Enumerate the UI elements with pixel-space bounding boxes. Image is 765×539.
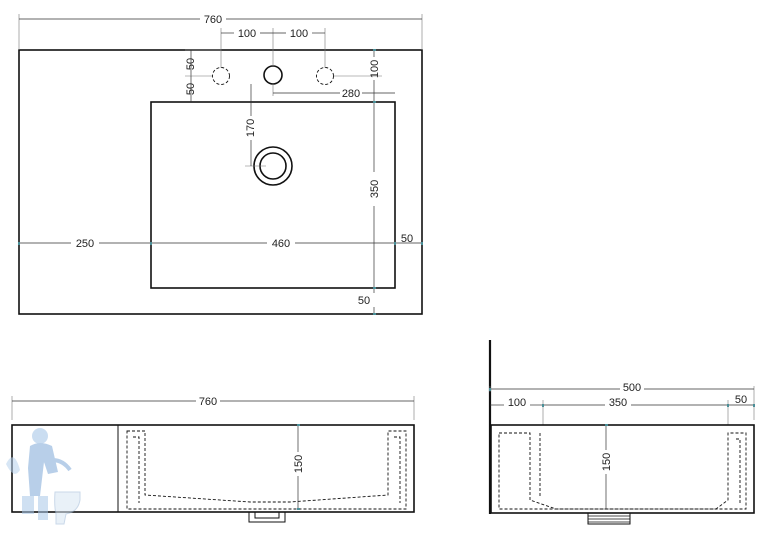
bottom-margin-label: 50 — [358, 295, 370, 307]
side-back-margin-label: 100 — [508, 397, 526, 409]
tap-hole-left — [212, 67, 230, 85]
hole-spacing-left-label: 100 — [238, 28, 256, 40]
right-margin-label: 50 — [401, 233, 413, 245]
front-bowl-height-label: 150 — [293, 455, 305, 473]
hole-offset-top-label: 50 — [185, 58, 197, 70]
tap-hole-right — [316, 67, 334, 85]
side-drain — [587, 512, 631, 525]
side-overall-depth-label: 500 — [623, 382, 641, 394]
top-view-outline — [18, 49, 423, 315]
front-overall-width-label: 760 — [199, 396, 217, 408]
bowl-width-label: 460 — [272, 238, 290, 250]
side-front-margin-label: 50 — [735, 394, 747, 406]
hole-spacing-right-label: 100 — [290, 28, 308, 40]
tap-to-bowl-edge-label: 280 — [342, 88, 360, 100]
bowl-depth-label: 350 — [369, 180, 381, 198]
side-bowl-hidden-outline — [498, 432, 747, 510]
front-bowl-hidden-outline — [126, 430, 407, 510]
top-view: 760 100 100 50 50 100 280 170 — [18, 14, 423, 315]
front-view: 760 150 — [6, 396, 415, 525]
left-deck-label: 250 — [76, 238, 94, 250]
plumber-logo-icon — [6, 428, 81, 525]
side-bowl-depth-label: 350 — [609, 397, 627, 409]
front-drain — [248, 512, 286, 523]
tap-hole-center — [263, 65, 283, 85]
drain-offset-label: 170 — [245, 119, 257, 137]
hole-row-offset-label: 50 — [185, 83, 197, 95]
side-bowl-height-label: 150 — [601, 453, 613, 471]
top-view-bowl — [150, 101, 396, 289]
top-overall-width-label: 760 — [204, 14, 222, 26]
hole-depth-right-label: 100 — [369, 60, 381, 78]
side-view: 500 100 350 50 150 — [488, 340, 755, 525]
